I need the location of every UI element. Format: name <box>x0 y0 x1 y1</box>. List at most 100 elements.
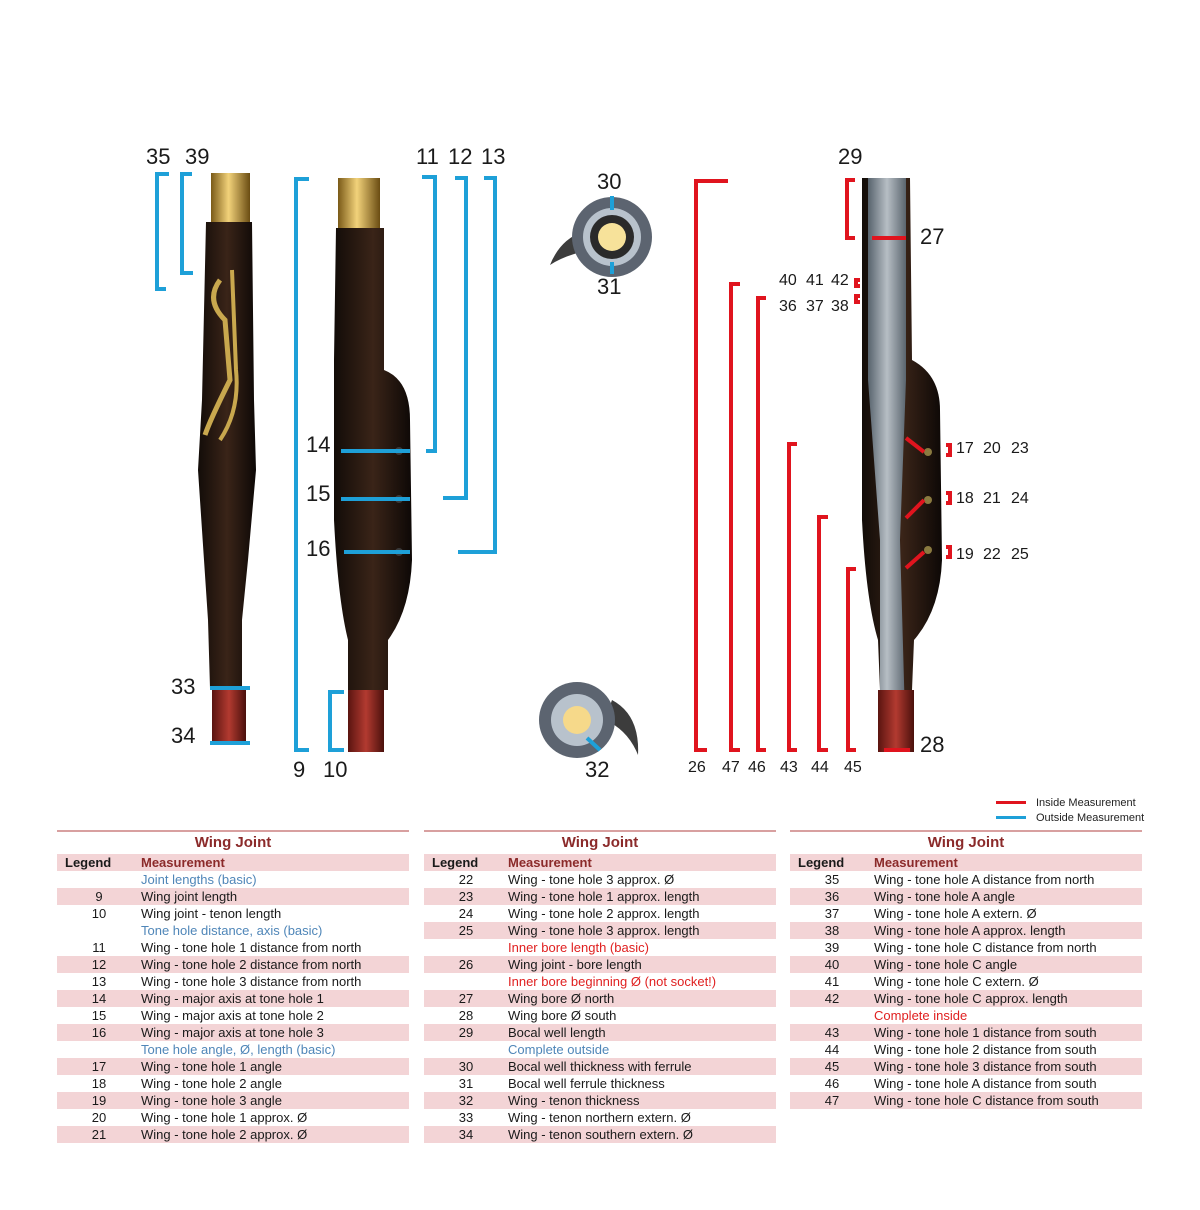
measurement-name: Wing - tone hole C approx. length <box>874 991 1068 1006</box>
header-legend: Legend <box>65 855 112 870</box>
label-44: 44 <box>811 759 829 776</box>
header-measurement: Measurement <box>141 855 225 870</box>
label-40: 40 <box>779 272 797 289</box>
legend-number: 20 <box>91 1110 107 1125</box>
table-title: Wing Joint <box>790 830 1142 854</box>
legend-number: 10 <box>91 906 107 921</box>
measurement-name: Wing - tone hole 2 approx. Ø <box>141 1127 308 1142</box>
legend-number: 38 <box>824 923 840 938</box>
measurement-name: Wing - major axis at tone hole 3 <box>141 1025 324 1040</box>
label-13: 13 <box>481 144 505 169</box>
legend-number: 43 <box>824 1025 840 1040</box>
label-42: 42 <box>831 272 849 289</box>
legend-number: 40 <box>824 957 840 972</box>
section-heading: Joint lengths (basic) <box>141 872 257 887</box>
label-43: 43 <box>780 759 798 776</box>
section-heading-row: Inner bore beginning Ø (not socket!) <box>424 973 776 990</box>
legend-number: 25 <box>458 923 474 938</box>
label-28: 28 <box>920 732 944 757</box>
measurement-name: Wing - tenon northern extern. Ø <box>508 1110 691 1125</box>
measurement-name: Wing - tone hole 1 distance from north <box>141 940 362 955</box>
bracket-18-21-24 <box>946 491 952 505</box>
section-heading: Tone hole distance, axis (basic) <box>141 923 323 938</box>
measurement-name: Wing - tenon southern extern. Ø <box>508 1127 693 1142</box>
label-38: 38 <box>831 298 849 315</box>
bracket-44 <box>817 515 828 752</box>
outside-swatch <box>996 816 1026 819</box>
line-tone-hole-3 <box>904 550 926 570</box>
table-row: 25 Wing - tone hole 3 approx. length <box>424 922 776 939</box>
measurement-name: Bocal well ferrule thickness <box>508 1076 665 1091</box>
bracket-29 <box>845 178 855 240</box>
measurement-key: Inside Measurement Outside Measurement <box>996 795 1144 825</box>
line-tone-hole-2 <box>904 498 926 520</box>
inside-measurement-brackets <box>694 178 952 752</box>
section-heading: Complete outside <box>508 1042 610 1057</box>
bracket-36-37-38 <box>854 294 860 304</box>
wing-joint-diagram: 35 39 11 12 13 14 15 16 33 34 9 10 30 31… <box>146 144 1029 782</box>
header-legend: Legend <box>798 855 845 870</box>
label-34: 34 <box>171 723 195 748</box>
legend-number: 33 <box>458 1110 474 1125</box>
legend-number: 21 <box>91 1127 107 1142</box>
legend-number: 23 <box>458 889 474 904</box>
legend-number: 17 <box>91 1059 107 1074</box>
label-11: 11 <box>416 144 439 169</box>
legend-number: 22 <box>458 872 474 887</box>
section-heading: Inner bore length (basic) <box>508 940 649 955</box>
bracket-47 <box>729 282 740 752</box>
key-outside: Outside Measurement <box>996 810 1144 825</box>
label-24: 24 <box>1011 490 1029 507</box>
table-header: Legend Measurement <box>57 854 409 871</box>
wing-joint-front-photo <box>198 173 256 744</box>
section-heading-row: Complete outside <box>424 1041 776 1058</box>
label-27: 27 <box>920 224 944 249</box>
legend-number: 28 <box>458 1008 474 1023</box>
legend-number: 14 <box>91 991 107 1006</box>
label-17: 17 <box>956 440 974 457</box>
section-heading-row: Tone hole angle, Ø, length (basic) <box>57 1041 409 1058</box>
label-9: 9 <box>293 757 305 782</box>
measurement-name: Wing - tone hole 3 approx. length <box>508 923 700 938</box>
label-35: 35 <box>146 144 170 169</box>
legend-number: 45 <box>824 1059 840 1074</box>
label-14: 14 <box>306 432 330 457</box>
inside-swatch <box>996 801 1026 804</box>
bracket-40-41-42 <box>854 278 860 288</box>
measurement-name: Wing - tone hole A extern. Ø <box>874 906 1037 921</box>
measurement-name: Wing - tone hole 2 approx. length <box>508 906 700 921</box>
section-heading: Tone hole angle, Ø, length (basic) <box>141 1042 336 1057</box>
label-26: 26 <box>688 759 706 776</box>
measurement-name: Wing - tone hole A distance from south <box>874 1076 1097 1091</box>
legend-number: 31 <box>458 1076 474 1091</box>
bracket-19-22-25 <box>946 545 952 559</box>
legend-number: 39 <box>824 940 840 955</box>
section-heading: Complete inside <box>874 1008 968 1023</box>
measurement-name: Wing - tone hole 3 approx. Ø <box>508 872 675 887</box>
bracket-39 <box>180 172 193 275</box>
bracket-13 <box>458 176 497 554</box>
label-20: 20 <box>983 440 1001 457</box>
header-measurement: Measurement <box>508 855 592 870</box>
bracket-12 <box>443 176 468 500</box>
bracket-46 <box>756 296 766 752</box>
